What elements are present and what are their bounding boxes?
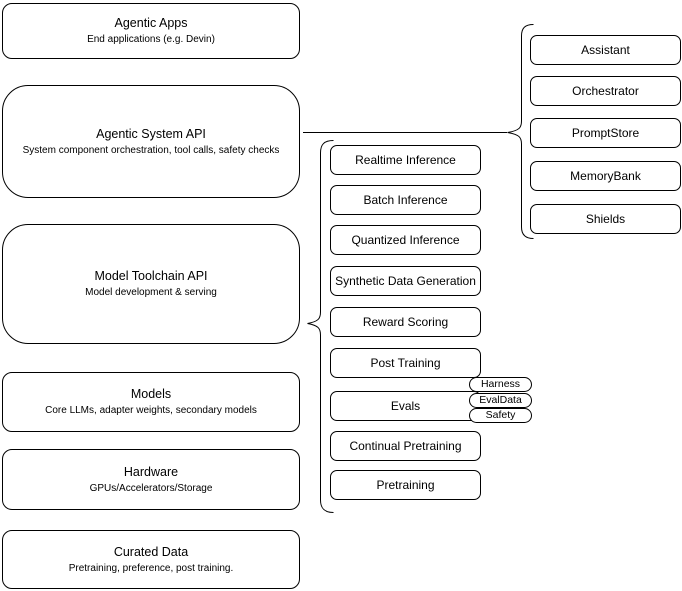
node-realtime-inference: Realtime Inference <box>330 145 481 175</box>
node-label: Synthetic Data Generation <box>335 274 476 288</box>
node-label: Quantized Inference <box>351 233 460 247</box>
node-label: Reward Scoring <box>362 315 449 329</box>
node-subtitle: Core LLMs, adapter weights, secondary mo… <box>45 405 257 416</box>
node-agentic-apps: Agentic Apps End applications (e.g. Devi… <box>2 3 300 59</box>
node-title: Hardware <box>123 464 179 479</box>
tag-label: Safety <box>485 409 516 421</box>
tag-label: EvalData <box>479 394 522 406</box>
node-memorybank: MemoryBank <box>530 161 681 191</box>
node-subtitle: System component orchestration, tool cal… <box>22 144 280 156</box>
node-post-training: Post Training <box>330 348 481 378</box>
node-model-toolchain-api: Model Toolchain API Model development & … <box>2 224 300 344</box>
node-shields: Shields <box>530 204 681 234</box>
node-subtitle: Pretraining, preference, post training. <box>68 562 234 574</box>
node-label: Evals <box>390 399 421 413</box>
node-reward-scoring: Reward Scoring <box>330 307 481 337</box>
node-batch-inference: Batch Inference <box>330 185 481 215</box>
node-pretraining: Pretraining <box>330 470 481 500</box>
node-label: Pretraining <box>376 478 435 492</box>
node-synthetic-data-generation: Synthetic Data Generation <box>330 266 481 296</box>
node-label: Orchestrator <box>572 84 639 98</box>
node-title: Model Toolchain API <box>94 269 208 283</box>
node-evals: Evals <box>330 391 481 421</box>
node-label: MemoryBank <box>570 169 641 183</box>
tag-label: Harness <box>480 378 521 390</box>
node-label: PromptStore <box>571 126 640 140</box>
node-hardware: Hardware GPUs/Accelerators/Storage <box>2 449 300 510</box>
node-label: Batch Inference <box>363 193 448 207</box>
node-models: Models Core LLMs, adapter weights, secon… <box>2 372 300 432</box>
node-label: Continual Pretraining <box>349 439 462 453</box>
node-orchestrator: Orchestrator <box>530 76 681 106</box>
tag-safety: Safety <box>469 408 532 423</box>
node-label: Post Training <box>370 356 441 370</box>
node-assistant: Assistant <box>530 35 681 65</box>
tag-evaldata: EvalData <box>469 393 532 408</box>
tag-harness: Harness <box>469 377 532 392</box>
node-curated-data: Curated Data Pretraining, preference, po… <box>2 530 300 589</box>
node-label: Assistant <box>581 43 630 57</box>
node-title: Models <box>130 387 172 401</box>
node-agentic-system-api: Agentic System API System component orch… <box>2 85 300 198</box>
node-quantized-inference: Quantized Inference <box>330 225 481 255</box>
node-subtitle: GPUs/Accelerators/Storage <box>89 482 213 494</box>
node-title: Agentic System API <box>96 126 206 141</box>
node-promptstore: PromptStore <box>530 118 681 148</box>
node-label: Shields <box>585 212 626 226</box>
node-continual-pretraining: Continual Pretraining <box>330 431 481 461</box>
node-title: Curated Data <box>113 544 189 559</box>
node-subtitle: End applications (e.g. Devin) <box>87 34 215 45</box>
node-label: Realtime Inference <box>355 153 456 167</box>
node-subtitle: Model development & serving <box>85 287 217 298</box>
node-title: Agentic Apps <box>114 16 188 30</box>
